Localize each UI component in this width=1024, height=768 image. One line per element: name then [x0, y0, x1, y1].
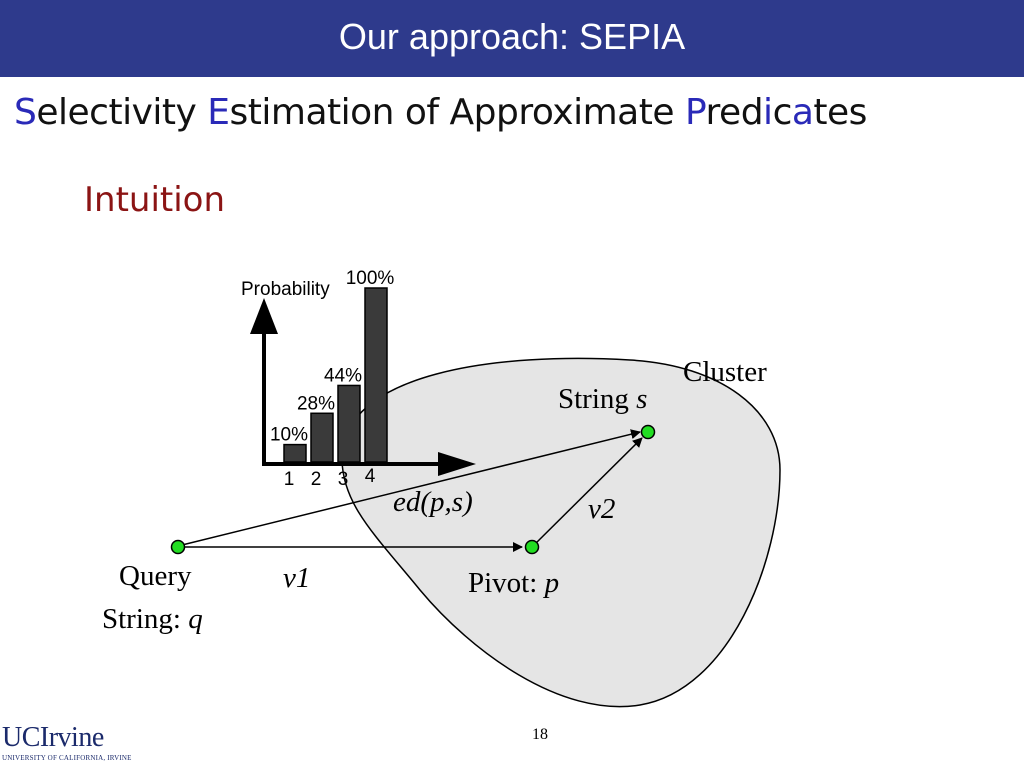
subtitle-text-4: c	[772, 92, 793, 133]
subtitle-initial-i: i	[763, 92, 773, 133]
logo-wordmark: UCIrvine	[2, 722, 104, 753]
chart-bar-1	[283, 443, 307, 463]
chart-tick-label-4: 4	[365, 466, 376, 487]
string-s-point	[640, 424, 656, 440]
subtitle-text-1: electivity	[36, 92, 208, 133]
chart-value-label-2: 28%	[297, 393, 335, 414]
section-heading: Intuition	[84, 180, 226, 220]
page-number: 18	[532, 726, 548, 743]
subtitle-text-3: red	[705, 92, 764, 133]
pivot-label: Pivot: p	[468, 567, 559, 599]
probability-chart: Probability 10% 1 28% 2 44% 3 100% 4	[241, 268, 476, 490]
cluster-label: Cluster	[683, 356, 767, 388]
chart-x-axis-arrow-icon	[438, 452, 476, 476]
chart-tick-label-3: 3	[338, 469, 349, 490]
edit-distance-arrow	[177, 429, 641, 547]
v2-label: v2	[588, 493, 615, 525]
subtitle-text-2: stimation of Approximate	[229, 92, 685, 133]
query-point	[170, 539, 186, 555]
query-label-line2: String: q	[102, 603, 203, 635]
subtitle-initial-p: P	[684, 92, 706, 133]
title-bar	[0, 0, 1024, 77]
edit-distance-label: ed(p,s)	[393, 486, 473, 518]
chart-value-label-1: 10%	[270, 425, 308, 446]
chart-bar-2	[310, 412, 334, 463]
subtitle-text-5: tes	[813, 92, 867, 133]
chart-y-axis-label: Probability	[241, 279, 330, 300]
subtitle-initial-s: S	[14, 92, 37, 133]
chart-tick-label-2: 2	[311, 469, 322, 490]
chart-value-label-3: 44%	[324, 365, 362, 386]
university-logo: UCIrvine UNIVERSITY OF CALIFORNIA, IRVIN…	[2, 722, 132, 763]
subtitle-initial-e: E	[207, 92, 230, 133]
v2-arrow	[531, 437, 643, 548]
string-s-label: String s	[558, 383, 647, 415]
chart-bar-4	[364, 287, 388, 463]
pivot-point	[524, 539, 540, 555]
slide-title: Our approach: SEPIA	[338, 16, 686, 57]
chart-y-axis-arrow-icon	[250, 298, 278, 334]
chart-value-label-4: 100%	[346, 268, 395, 289]
v1-label: v1	[283, 562, 310, 594]
chart-bar-3	[337, 384, 361, 463]
slide-subtitle: Selectivity Estimation of Approximate Pr…	[14, 92, 867, 133]
cluster-region	[341, 357, 781, 708]
query-label-line1: Query	[119, 560, 192, 592]
logo-subtext: UNIVERSITY OF CALIFORNIA, IRVINE	[2, 754, 132, 762]
subtitle-initial-a: a	[791, 92, 814, 133]
chart-tick-label-1: 1	[284, 469, 295, 490]
